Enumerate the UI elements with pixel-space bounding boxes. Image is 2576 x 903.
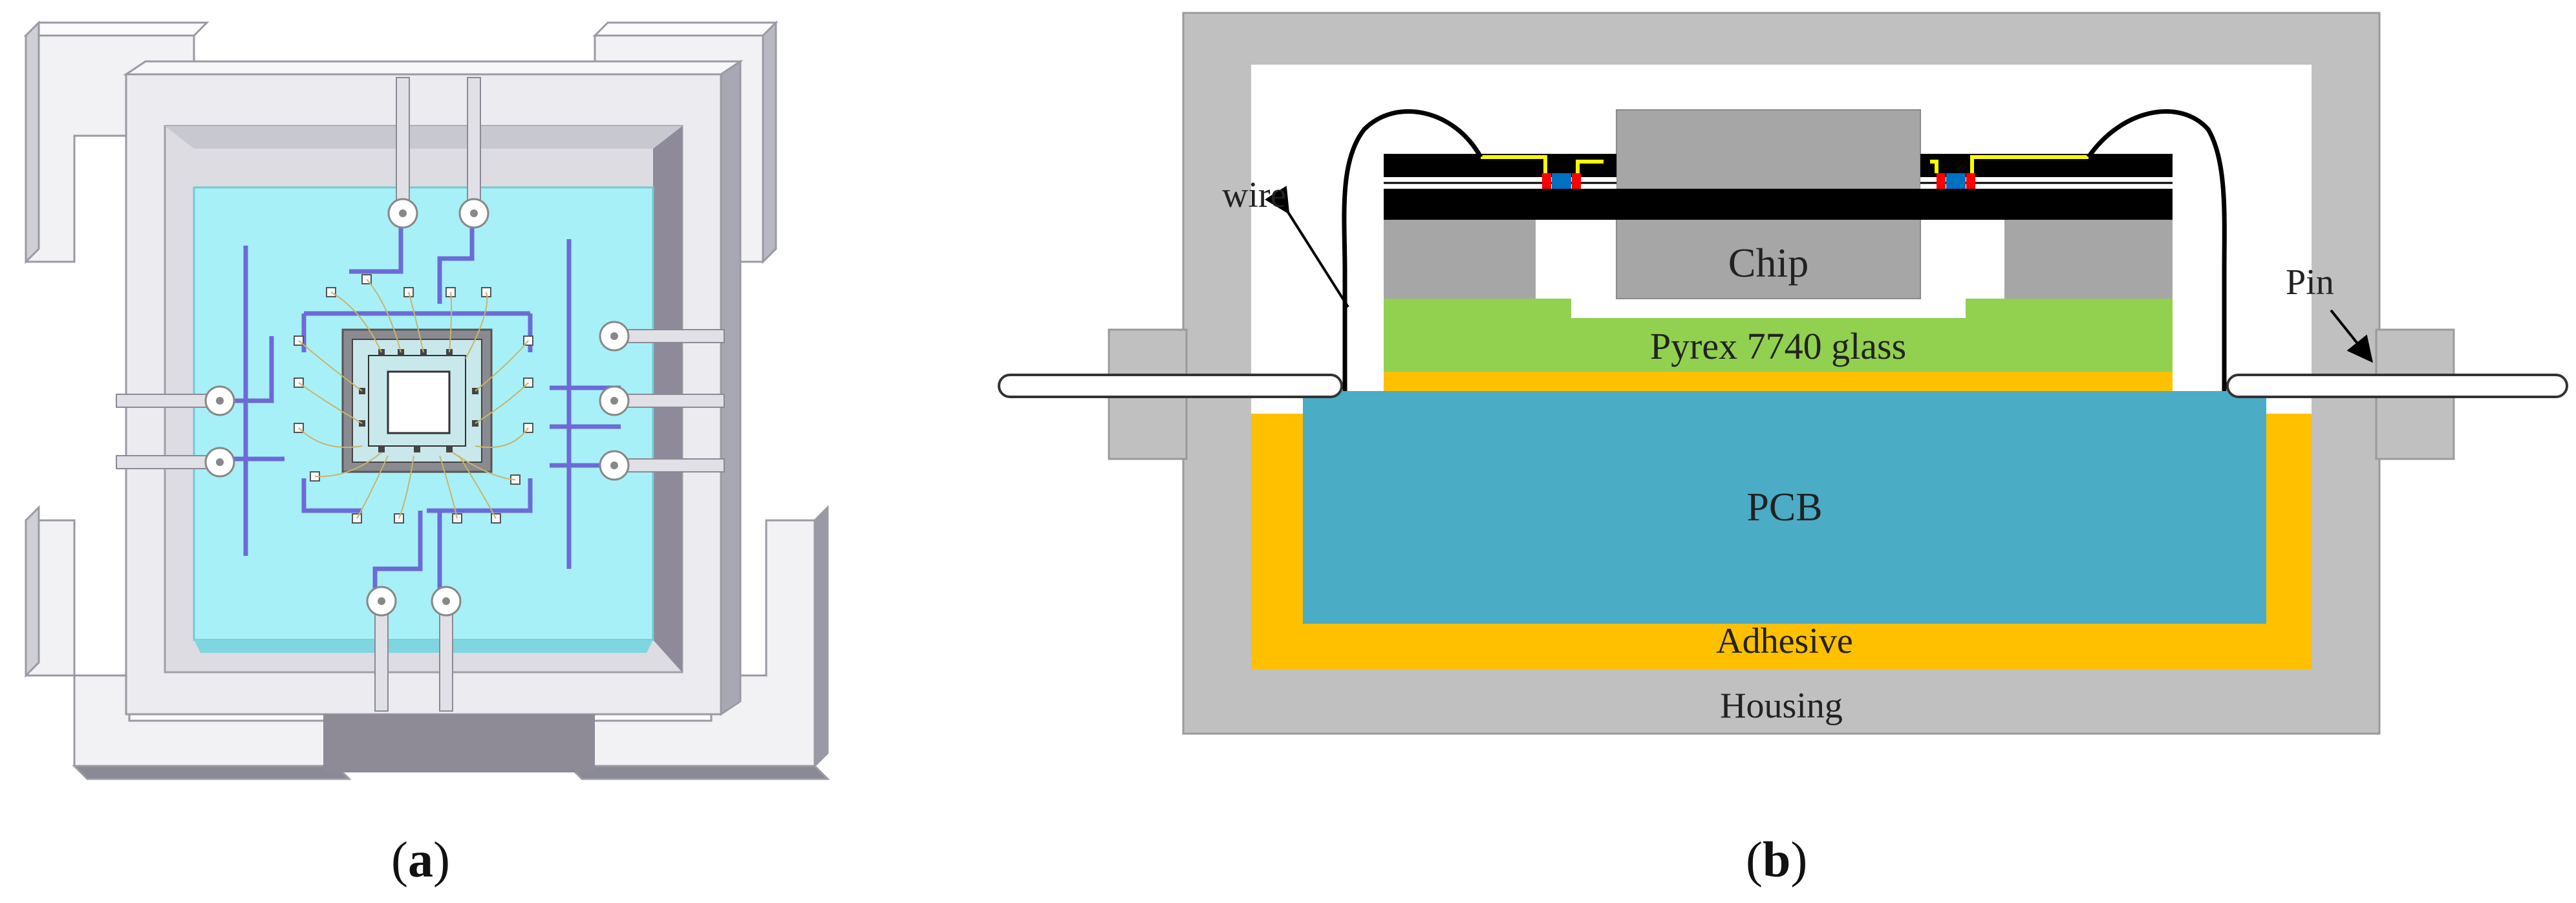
film-lower: [1384, 189, 2173, 220]
label-pcb: PCB: [1746, 485, 1822, 529]
bond-wire-left: [1342, 109, 1483, 391]
caption-b-close: ): [1790, 831, 1808, 887]
caption-a-open: (: [391, 831, 408, 887]
pin-right: [2226, 374, 2568, 398]
label-glass: Pyrex 7740 glass: [1650, 325, 1906, 367]
gold-layer: [1384, 372, 2173, 391]
label-chip: Chip: [1728, 240, 1809, 286]
label-wire: wire: [1222, 175, 1287, 215]
chip-frame-right: [2004, 220, 2173, 299]
pins: [116, 77, 725, 712]
chip-frame-left: [1384, 220, 1536, 299]
caption-b: (b): [1746, 831, 1807, 889]
pin-pointer-arrow: [2330, 309, 2373, 363]
internal-wiring: [1481, 155, 2088, 173]
adhesive-layer: [1251, 414, 2312, 669]
caption-b-open: (: [1746, 831, 1763, 887]
label-pin: Pin: [2286, 262, 2334, 303]
panel-b-cross-section: wire Pin Chip Pyrex 7740 glass PCB Adhes…: [998, 12, 2568, 735]
caption-a-close: ): [433, 831, 450, 887]
wire-pointer-arrow: [1264, 186, 1349, 308]
caption-a-letter: a: [407, 831, 433, 887]
bond-wires: [298, 279, 529, 519]
panel-a-package-3d: [23, 20, 830, 780]
label-housing: Housing: [1720, 686, 1843, 726]
die: [341, 328, 493, 473]
pin-left: [998, 374, 1343, 398]
glass-recess: [1571, 299, 1966, 318]
caption-b-letter: b: [1762, 831, 1791, 887]
label-adhesive: Adhesive: [1716, 621, 1853, 661]
caption-a: (a): [391, 831, 450, 889]
bond-wire-right: [2087, 109, 2227, 391]
pcb-layer: [1303, 391, 2266, 624]
frame-brackets: [23, 20, 830, 780]
sensor-pads: [1542, 173, 1975, 189]
